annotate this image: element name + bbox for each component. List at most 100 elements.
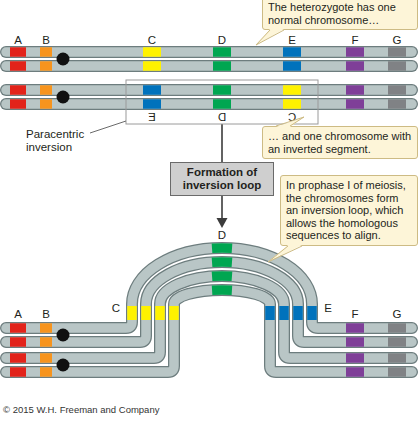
gene-letter: D	[218, 34, 226, 47]
band-b	[40, 353, 52, 363]
band-c	[143, 47, 161, 57]
band-a	[10, 99, 26, 109]
band-b	[40, 99, 52, 109]
band-a	[10, 61, 26, 71]
band-d	[212, 243, 232, 253]
band-a	[10, 353, 26, 363]
band-c	[141, 306, 151, 320]
gene-letter: C	[112, 302, 120, 315]
band-e	[265, 306, 275, 320]
callout-pointer	[256, 29, 284, 45]
band-f	[346, 323, 364, 333]
gene-letter: F	[351, 308, 358, 321]
gene-letter: A	[14, 308, 22, 321]
gene-bands	[10, 47, 406, 71]
band-c	[127, 306, 137, 320]
band-f	[346, 99, 364, 109]
inverted-gene-letter: C	[288, 110, 296, 123]
band-g	[388, 353, 406, 363]
band-e	[143, 99, 161, 109]
band-f	[346, 337, 364, 347]
gene-letter: F	[351, 34, 358, 47]
process-box: Formation of inversion loop	[170, 162, 274, 196]
band-g	[388, 323, 406, 333]
arrow-head	[217, 218, 228, 228]
node-text: Formation of inversion loop	[175, 166, 269, 192]
band-f	[346, 85, 364, 95]
node-text: In prophase I of meiosis, the chromosome…	[286, 179, 412, 242]
callout-pointer-edge	[268, 246, 302, 262]
band-b	[40, 367, 52, 377]
node-text: … and one chromosome with an inverted se…	[268, 130, 412, 155]
band-d	[212, 257, 232, 267]
callout-pointer	[276, 117, 304, 127]
gene-letter: D	[218, 229, 226, 242]
band-e	[283, 47, 301, 57]
band-a	[10, 367, 26, 377]
band-c	[143, 61, 161, 71]
band-d	[213, 99, 231, 109]
band-e	[143, 85, 161, 95]
band-g	[388, 47, 406, 57]
callout-box: In prophase I of meiosis, the chromosome…	[280, 175, 418, 246]
band-e	[293, 306, 303, 320]
inversion-bracket	[126, 80, 318, 124]
callout-pointer	[268, 245, 302, 262]
band-d	[213, 85, 231, 95]
chromatid-outline	[6, 290, 412, 372]
band-f	[346, 367, 364, 377]
gene-letter: C	[148, 34, 156, 47]
callout-box: … and one chromosome with an inverted se…	[262, 126, 418, 159]
centromere	[57, 91, 70, 104]
copyright-note: © 2015 W.H. Freeman and Company	[3, 404, 159, 415]
band-a	[10, 323, 26, 333]
band-f	[346, 61, 364, 71]
band-c	[155, 306, 165, 320]
band-f	[346, 47, 364, 57]
band-b	[40, 47, 52, 57]
band-g	[388, 367, 406, 377]
band-g	[388, 99, 406, 109]
band-g	[388, 61, 406, 71]
gene-letter: B	[42, 308, 50, 321]
centromere	[57, 329, 70, 342]
node-text: The heterozygote has one normal chromoso…	[268, 1, 412, 26]
band-d	[213, 47, 231, 57]
gene-letter: B	[42, 34, 50, 47]
band-e	[279, 306, 289, 320]
callout-pointer-edge	[276, 117, 304, 126]
gene-letter: G	[393, 34, 402, 47]
gene-letter: A	[14, 34, 22, 47]
band-e	[307, 306, 317, 320]
band-d	[213, 61, 231, 71]
band-a	[10, 47, 26, 57]
band-g	[388, 85, 406, 95]
gene-letter: E	[288, 34, 296, 47]
band-b	[40, 85, 52, 95]
band-c	[169, 306, 179, 320]
inverted-gene-letter: D	[218, 110, 226, 123]
band-a	[10, 85, 26, 95]
inversion-label: Paracentric inversion	[26, 128, 98, 154]
centromere	[57, 53, 70, 66]
band-f	[346, 353, 364, 363]
callout-box: The heterozygote has one normal chromoso…	[262, 0, 418, 30]
band-b	[40, 337, 52, 347]
gene-letter: G	[393, 308, 402, 321]
band-d	[212, 271, 232, 281]
gene-letter: E	[324, 302, 332, 315]
band-g	[388, 337, 406, 347]
leader-line	[90, 121, 126, 133]
gene-bands	[10, 248, 406, 377]
band-b	[40, 323, 52, 333]
band-c	[283, 85, 301, 95]
band-d	[212, 285, 232, 295]
centromere	[57, 359, 70, 372]
band-b	[40, 61, 52, 71]
chromatid	[6, 290, 412, 372]
band-c	[283, 99, 301, 109]
inverted-gene-letter: E	[148, 110, 156, 123]
